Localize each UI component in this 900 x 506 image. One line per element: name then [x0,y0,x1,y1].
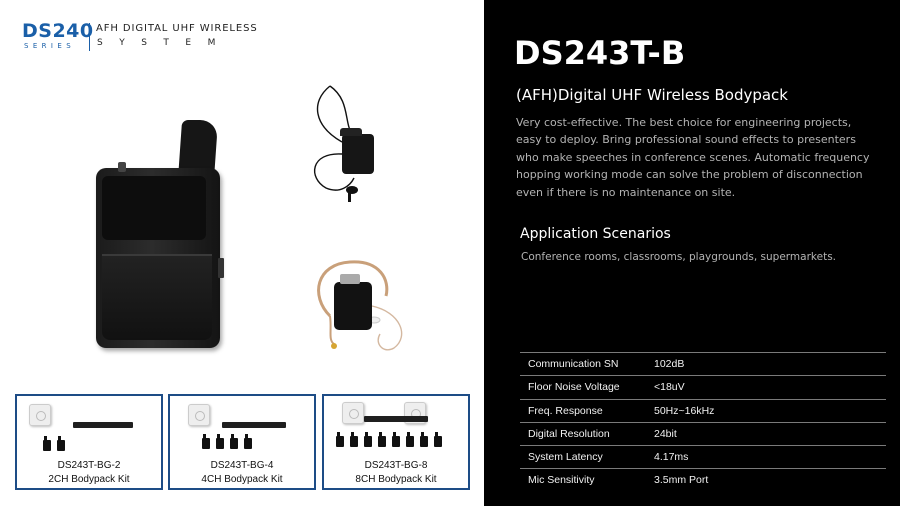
lapel-bodypack [340,128,374,174]
bodypack-icon [244,434,252,449]
spec-value: <18uV [654,381,685,394]
kit-card-2ch: DS243T-BG-2 2CH Bodypack Kit [15,394,163,490]
bodypack-icon [406,432,414,447]
spec-value: 3.5mm Port [654,474,709,487]
side-switch [218,258,224,278]
kit-description: 8CH Bodypack Kit [355,474,437,485]
series-word: SERIES [24,42,76,50]
product-model-title: DS243T-B [514,34,686,72]
bodypack-icon [202,434,210,449]
receiver-icon [342,402,364,424]
spec-label: System Latency [528,451,603,464]
bodypack-icon [57,436,65,451]
spec-label: Communication SN [528,358,619,370]
kit-card-4ch: DS243T-BG-4 4CH Bodypack Kit [168,394,316,490]
product-info-panel: DS243T-B (AFH)Digital UHF Wireless Bodyp… [484,0,900,506]
rack-receiver-icon [364,416,428,422]
series-code: DS240 [22,20,94,42]
mic-jack [118,162,126,172]
kit-description: 2CH Bodypack Kit [48,474,130,485]
application-title: Application Scenarios [520,226,671,242]
bodypack-icon [420,432,428,447]
spec-row: System Latency 4.17ms [520,445,886,468]
spec-row: Communication SN 102dB [520,352,886,375]
kit-image [170,396,314,460]
bodypack-icon [230,434,238,449]
lapel-mic-kit-image [300,82,382,210]
bodypack-icon [378,432,386,447]
rack-receiver-icon [222,422,286,428]
bodypack-icon [350,432,358,447]
logo-tagline-line1: AFH DIGITAL UHF WIRELESS [96,23,258,34]
spec-value: 24bit [654,427,677,440]
spec-row: Mic Sensitivity 3.5mm Port [520,468,886,491]
bodypack-transmitter-image [96,118,224,350]
headset-mic-kit-image [310,256,430,356]
kit-model: DS243T-BG-4 [210,460,274,471]
logo-divider [89,23,90,51]
kit-model: DS243T-BG-2 [57,460,121,471]
kit-card-8ch: DS243T-BG-8 8CH Bodypack Kit [322,394,470,490]
spec-row: Floor Noise Voltage <18uV [520,375,886,398]
spec-label: Floor Noise Voltage [528,381,620,394]
spec-value: 50Hz~16kHz [654,404,715,417]
headset-bodypack [334,274,372,330]
spec-row: Freq. Response 50Hz~16kHz [520,398,886,422]
kit-image [324,396,468,460]
application-text: Conference rooms, classrooms, playground… [521,251,836,263]
bodypack-icon [216,434,224,449]
product-subtitle: (AFH)Digital UHF Wireless Bodypack [516,86,788,104]
receiver-icon [188,404,210,426]
logo-tagline-line2: SYSTEM [97,38,232,48]
bodypack-body [96,168,220,348]
bodypack-icon [336,432,344,447]
receiver-icon [29,404,51,426]
spec-label: Digital Resolution [528,427,610,440]
battery-cover [102,254,212,340]
kit-model: DS243T-BG-8 [364,460,428,471]
bodypack-icon [434,432,442,447]
rack-receiver-icon [73,422,133,428]
belt-clip [102,176,206,240]
bodypack-icon [392,432,400,447]
bodypack-icon [43,436,51,451]
spec-label: Mic Sensitivity [528,474,595,487]
product-image-panel: DS240 SERIES AFH DIGITAL UHF WIRELESS SY… [15,20,470,490]
kit-image [17,396,161,460]
lapel-cable-icon [314,85,358,202]
product-description: Very cost-effective. The best choice for… [516,116,870,199]
spec-label: Freq. Response [528,404,603,417]
bodypack-icon [364,432,372,447]
spec-value: 4.17ms [654,451,689,464]
spec-row: Digital Resolution 24bit [520,421,886,445]
spec-value: 102dB [654,358,685,370]
kit-description: 4CH Bodypack Kit [201,474,283,485]
spec-table: Communication SN 102dB Floor Noise Volta… [520,352,886,492]
